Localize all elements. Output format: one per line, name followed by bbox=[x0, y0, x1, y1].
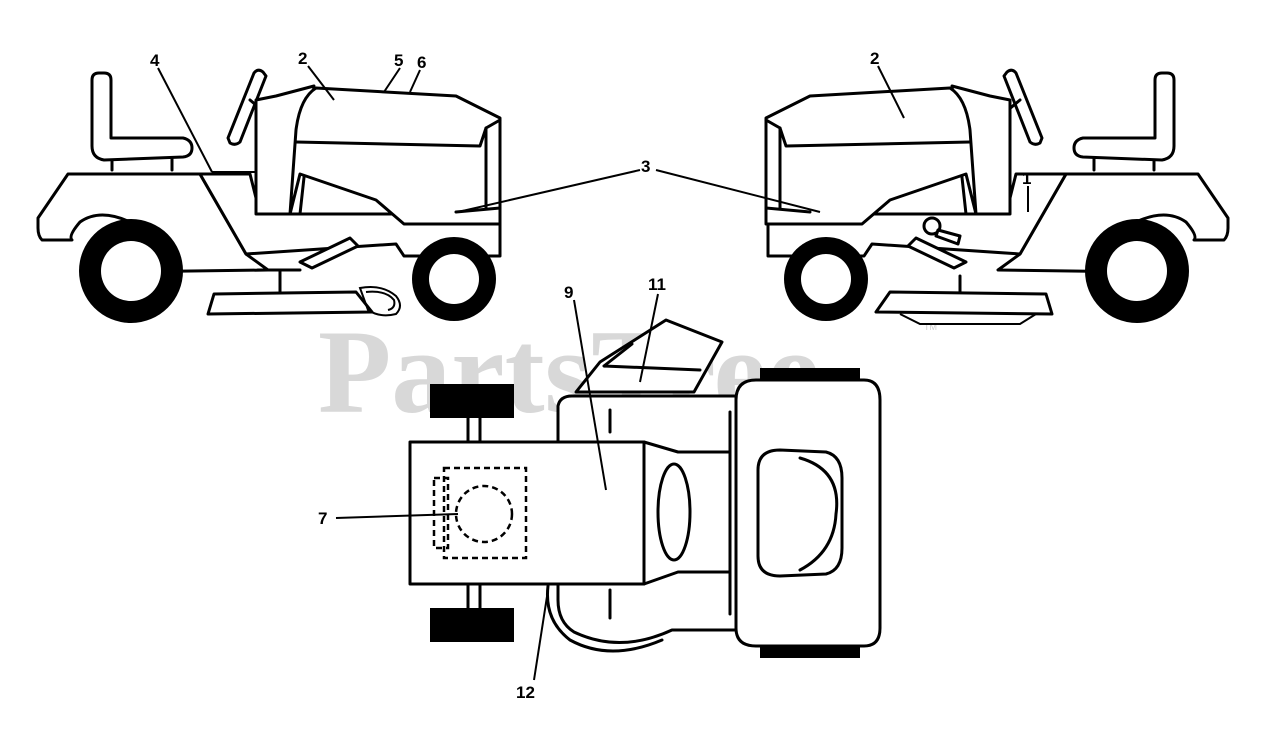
tractor-left-side-view bbox=[36, 68, 502, 323]
engine-dashed-inner bbox=[432, 476, 450, 550]
engine-dashed-outline bbox=[442, 466, 528, 560]
callout-1: 1 bbox=[1022, 169, 1031, 188]
watermark-tm: TM bbox=[924, 322, 937, 332]
callout-2-right: 2 bbox=[870, 49, 879, 68]
tractor-right-side-view bbox=[764, 68, 1230, 325]
hood-top bbox=[408, 440, 646, 586]
brake-pedal-left bbox=[298, 236, 360, 270]
steering-wheel-left bbox=[226, 68, 268, 146]
hood-right bbox=[764, 86, 978, 226]
leader-lines bbox=[157, 65, 1029, 681]
callout-2-left: 2 bbox=[298, 49, 307, 68]
mower-deck-left bbox=[206, 290, 374, 316]
seat-right bbox=[1072, 71, 1176, 162]
front-wheel-left bbox=[412, 237, 496, 321]
steering-wheel-right bbox=[1002, 68, 1044, 146]
engine-dashed-circle bbox=[454, 484, 514, 544]
grass-chute bbox=[574, 318, 724, 394]
brake-pedal-right bbox=[906, 236, 968, 270]
front-wheel-top-upper bbox=[430, 384, 514, 418]
tractor-top-view bbox=[408, 318, 882, 658]
front-wheel-top-lower bbox=[430, 608, 514, 642]
callout-9: 9 bbox=[564, 283, 573, 302]
callout-6: 6 bbox=[417, 53, 426, 72]
callout-11: 11 bbox=[648, 275, 666, 294]
callout-4: 4 bbox=[150, 51, 160, 70]
steering-wheel-top bbox=[656, 462, 692, 562]
rear-wheel-left bbox=[79, 219, 183, 323]
seat-left bbox=[90, 71, 194, 162]
callout-3: 3 bbox=[641, 157, 650, 176]
callout-labels: 4 2 5 6 3 2 1 7 9 11 12 bbox=[150, 49, 1031, 702]
mower-deck-right bbox=[874, 290, 1054, 316]
callout-7: 7 bbox=[318, 509, 327, 528]
rear-wheel-right bbox=[1085, 219, 1189, 323]
lift-lever-right bbox=[922, 216, 962, 246]
front-wheel-right bbox=[784, 237, 868, 321]
callout-12: 12 bbox=[516, 683, 535, 702]
callout-5: 5 bbox=[394, 51, 403, 70]
seat-top bbox=[756, 448, 844, 578]
hood-left bbox=[288, 86, 502, 226]
